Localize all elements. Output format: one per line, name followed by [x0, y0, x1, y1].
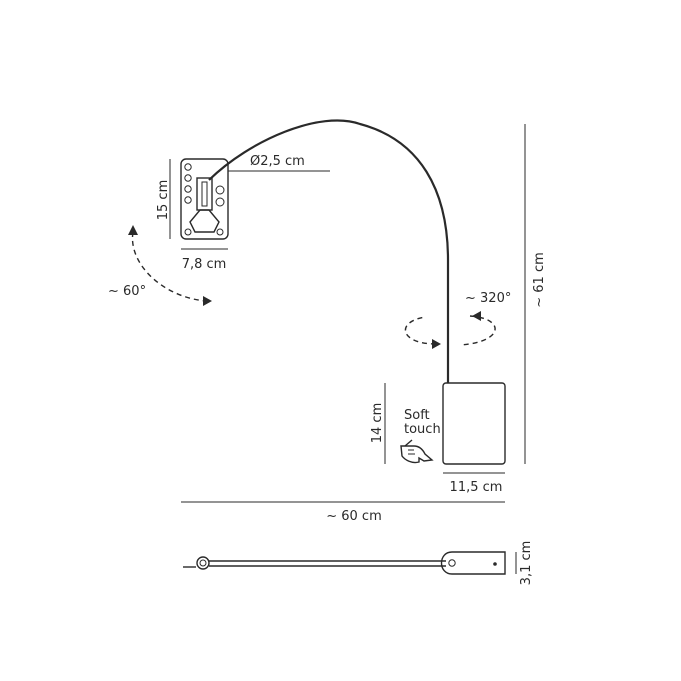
screw-hole [184, 196, 192, 204]
screw-hole [184, 185, 192, 193]
feature-line1: Soft [404, 408, 430, 423]
keyhole-cutout [189, 209, 220, 233]
total-height-label: ~ 61 cm [532, 252, 547, 308]
screw-hole [215, 185, 225, 195]
profile-thickness-label: 3,1 cm [519, 541, 534, 586]
wall-plate [180, 158, 229, 240]
lamp-base [442, 382, 506, 465]
wall-joint-inner [199, 559, 207, 567]
screw-hole [184, 174, 192, 182]
side-profile [183, 551, 506, 575]
tube-diameter-label: Ø2,5 cm [250, 154, 305, 169]
screw-hole [216, 228, 224, 236]
lamp-arm [208, 119, 450, 383]
plate-width-label: 7,8 cm [182, 257, 227, 272]
wall-joint [196, 556, 210, 570]
tilt-angle-label: ~ 60° [108, 284, 146, 299]
curved-dashed-arrow-icon [128, 225, 212, 306]
base-profile [440, 551, 506, 575]
feature-line2: touch [404, 422, 441, 437]
pointing-hand-icon [400, 439, 434, 464]
total-reach-label: ~ 60 cm [326, 509, 382, 524]
base-height-label: 14 cm [370, 403, 385, 444]
screw-hole [184, 228, 192, 236]
screw-hole [215, 197, 225, 207]
mounting-slot [201, 181, 208, 207]
mounting-block [196, 177, 213, 211]
rotation-dashed-arrow-icon [404, 311, 496, 349]
screw-hole [184, 163, 192, 171]
plate-height-label: 15 cm [156, 180, 171, 221]
base-dot [493, 562, 497, 566]
base-width-label: 11,5 cm [450, 480, 503, 495]
base-knob [448, 559, 456, 567]
wall-plate-outline [180, 158, 229, 240]
rotation-angle-label: ~ 320° [465, 291, 511, 306]
